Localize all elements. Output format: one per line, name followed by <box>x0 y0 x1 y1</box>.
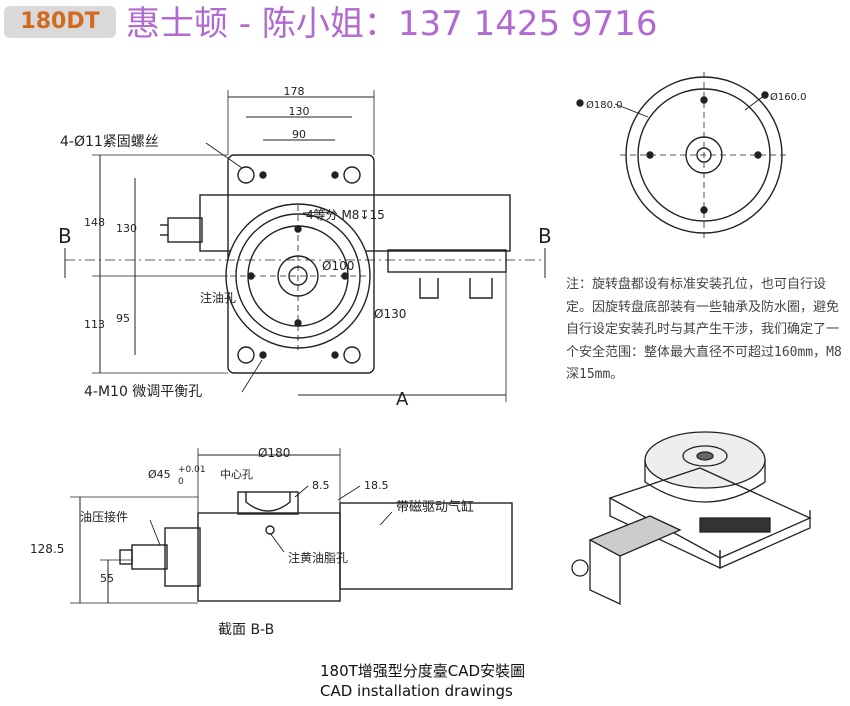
plate-label-right: Ø160.0 <box>770 91 807 103</box>
label-m10: 4-M10 微调平衡孔 <box>84 384 202 400</box>
section-b-left: B <box>58 224 72 248</box>
valve-coupling-top <box>167 217 203 243</box>
side-view-labels: Ø180 Ø45 +0.01 0 中心孔 8.5 18.5 128.5 55 油… <box>30 446 474 638</box>
contact-info: 惠士顿 - 陈小姐：137 1425 9716 <box>126 4 658 44</box>
valve-tip <box>119 549 133 565</box>
label-phi130: Ø130 <box>374 307 406 321</box>
corner-hole-bl <box>237 346 255 364</box>
center-hub <box>237 491 299 515</box>
dim-148: 148 <box>84 216 105 229</box>
dim-a: A <box>396 389 409 410</box>
model-badge: 180DT <box>4 6 116 38</box>
corner-hole-tl <box>237 166 255 184</box>
dim-95: 95 <box>116 312 130 325</box>
side-view <box>70 448 513 604</box>
top-view-labels: 178 130 90 148 130 113 95 4-Ø11紧固螺丝 4等分 … <box>58 85 552 410</box>
dim-113: 113 <box>84 318 105 331</box>
fitting-2 <box>469 278 493 299</box>
cad-drawing: 178 130 90 148 130 113 95 4-Ø11紧固螺丝 4等分 … <box>30 72 812 638</box>
dim-130-v: 130 <box>116 222 137 235</box>
fitting-1 <box>419 278 439 299</box>
dim-55: 55 <box>100 572 114 585</box>
tol-zero: 0 <box>178 477 184 487</box>
cylinder-section <box>339 502 513 590</box>
dim-178: 178 <box>284 85 305 98</box>
label-valve: 油压接件 <box>80 509 128 524</box>
iso-base-right <box>719 510 811 570</box>
label-phi100: Ø100 <box>322 259 354 273</box>
iso-brand-strip <box>699 517 771 533</box>
dim-18-5: 18.5 <box>364 479 389 492</box>
iso-center-ring <box>682 445 728 467</box>
isometric-view <box>571 431 812 606</box>
iso-fitting <box>571 559 589 577</box>
iso-cylinder-front <box>589 540 621 606</box>
corner-hole-br <box>343 346 361 364</box>
caption-en: CAD installation drawings <box>320 682 513 700</box>
cylinder-lower-top <box>387 249 507 273</box>
tol-plus: +0.01 <box>178 465 206 475</box>
dim-130: 130 <box>289 105 310 118</box>
label-center-hole: 中心孔 <box>220 468 253 481</box>
dim-phi45: Ø45 <box>148 468 171 481</box>
corner-hole-tr <box>343 166 361 184</box>
section-b-right: B <box>538 224 552 248</box>
label-bolts: 4-Ø11紧固螺丝 <box>60 134 159 150</box>
dim-8-5: 8.5 <box>312 479 330 492</box>
label-oil-hole: 注油孔 <box>200 290 236 305</box>
dim-phi180: Ø180 <box>258 446 290 460</box>
installation-note: 注：旋转盘都设有标准安装孔位，也可自行设定。因旋转盘底部装有一些轴承及防水圈，避… <box>566 277 842 382</box>
label-m8: 4等分 M8↧15 <box>306 208 385 222</box>
left-block <box>164 527 201 587</box>
iso-cylinder-top <box>588 515 682 557</box>
valve-fitting <box>131 544 168 570</box>
dim-90: 90 <box>292 128 306 141</box>
center-recess <box>245 492 291 512</box>
section-title: 截面 B-B <box>218 622 274 638</box>
label-cylinder: 带磁驱动气缸 <box>396 499 474 515</box>
plate-label-left: Ø180.0 <box>586 99 623 111</box>
iso-plate-side <box>644 460 766 503</box>
label-grease-hole: 注黄油脂孔 <box>288 550 348 565</box>
dim-128-5: 128.5 <box>30 542 64 556</box>
top-view <box>64 90 546 402</box>
caption-cn: 180T增强型分度臺CAD安裝圖 <box>320 662 526 680</box>
plate-view <box>576 72 788 238</box>
header-bar: 180DT 惠士顿 - 陈小姐：137 1425 9716 <box>0 0 850 50</box>
